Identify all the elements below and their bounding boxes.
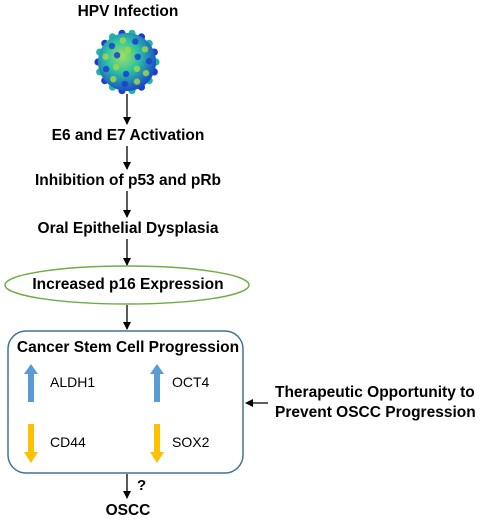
stem-cell-box: [7, 330, 244, 474]
virus-surface-spot: [145, 57, 153, 65]
virus-surface-spot: [113, 64, 120, 71]
virus-surface-spot: [103, 65, 110, 73]
virus-surface-spot: [142, 69, 150, 77]
marker-aldh1: ALDH1: [50, 374, 96, 390]
virus-surface-spot: [134, 53, 141, 60]
virus-surface-spot: [121, 80, 128, 88]
oscc-outcome: OSCC: [105, 502, 151, 519]
virus-surface-spot: [108, 42, 116, 50]
hpv-virus-icon: [94, 29, 160, 95]
virus-surface-spot: [124, 46, 132, 54]
aldh1-up-arrow: [24, 364, 38, 402]
virus-surface-spot: [133, 78, 141, 85]
p16-ellipse: [4, 265, 250, 305]
virus-surface-spot: [102, 53, 109, 60]
hpv-infection-title: HPV Infection: [77, 3, 179, 20]
therapeutic-note: Therapeutic Opportunity to Prevent OSCC …: [275, 383, 495, 423]
marker-sox2: SOX2: [172, 434, 210, 450]
step-e6-e7-activation: E6 and E7 Activation: [51, 127, 205, 144]
oct4-up-arrow: [150, 364, 164, 402]
sox2-down-arrow: [150, 424, 164, 463]
virus-surface-spot: [132, 38, 139, 45]
marker-cd44: CD44: [50, 434, 86, 450]
virus-surface-spot: [113, 52, 121, 59]
virus-surface-spot: [133, 65, 141, 72]
virus-surface-spot: [110, 76, 117, 83]
virus-surface-spot: [119, 37, 127, 44]
marker-oct4: OCT4: [172, 374, 210, 390]
stem-cell-box-title: Cancer Stem Cell Progression: [16, 339, 240, 356]
therapeutic-note-line1: Therapeutic Opportunity to: [275, 384, 475, 401]
virus-surface-spot: [122, 70, 130, 78]
step-increased-p16: Increased p16 Expression: [32, 276, 224, 293]
virus-surface-spot: [141, 46, 149, 53]
cd44-down-arrow: [24, 424, 38, 463]
therapeutic-note-line2: Prevent OSCC Progression: [275, 404, 476, 421]
step-oral-epithelial-dysplasia: Oral Epithelial Dysplasia: [37, 220, 219, 237]
uncertain-mark: ?: [137, 477, 147, 494]
step-inhibition-p53-prb: Inhibition of p53 and pRb: [35, 172, 221, 189]
